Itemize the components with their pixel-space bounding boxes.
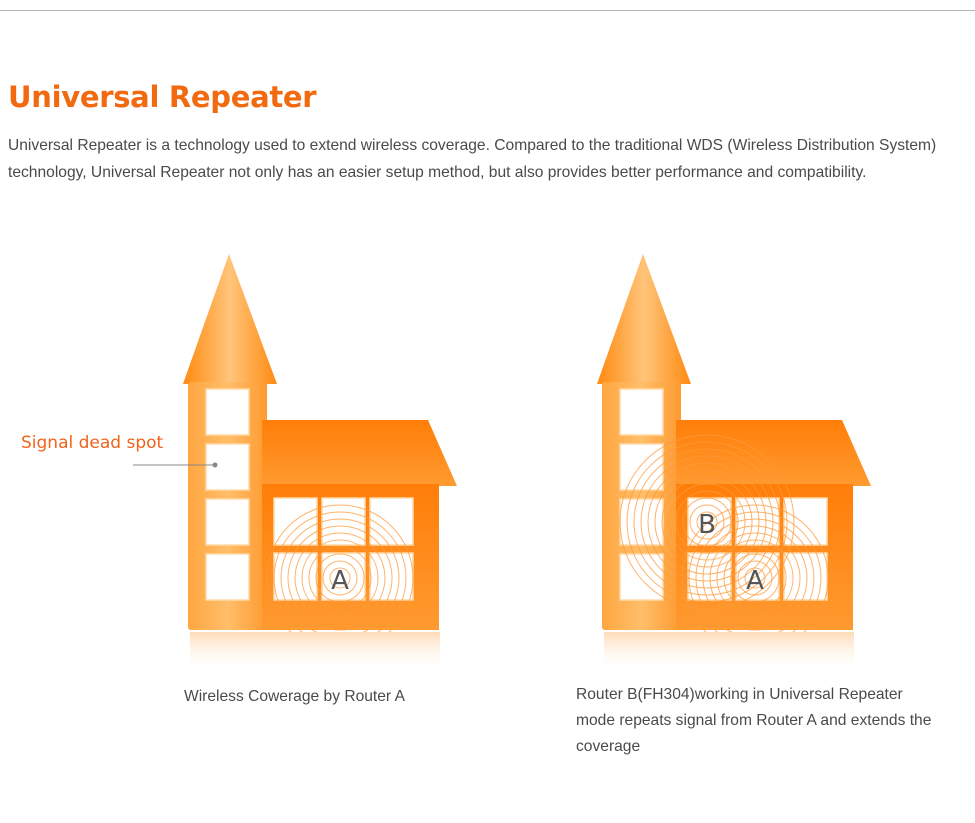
intro-paragraph: Universal Repeater is a technology used … [8,137,937,181]
page-title: Universal Repeater [8,80,317,114]
building-a-roof [262,420,457,486]
top-divider [0,10,975,11]
caption-router-b: Router B(FH304)working in Universal Repe… [576,686,932,755]
caption-router-a: Wireless Cowerage by Router A [184,688,405,705]
building-b-roof [676,420,871,486]
building-a-spire [183,254,277,384]
router-a2-signal-rings [681,504,829,632]
signal-dead-spot-label: Signal dead spot [21,433,164,453]
building-a: A [133,254,457,672]
router-a-label: A [331,566,349,596]
building-b-spire [597,254,691,384]
building-a-reflection [190,632,440,672]
router-b-label: B [698,510,716,540]
callout-dot [212,462,218,468]
router-a2-label: A [746,566,764,596]
router-b-signal-rings [619,434,795,610]
building-b-reflection [604,632,854,672]
building-b: B A [597,254,871,672]
router-a-signal-rings [266,504,414,632]
